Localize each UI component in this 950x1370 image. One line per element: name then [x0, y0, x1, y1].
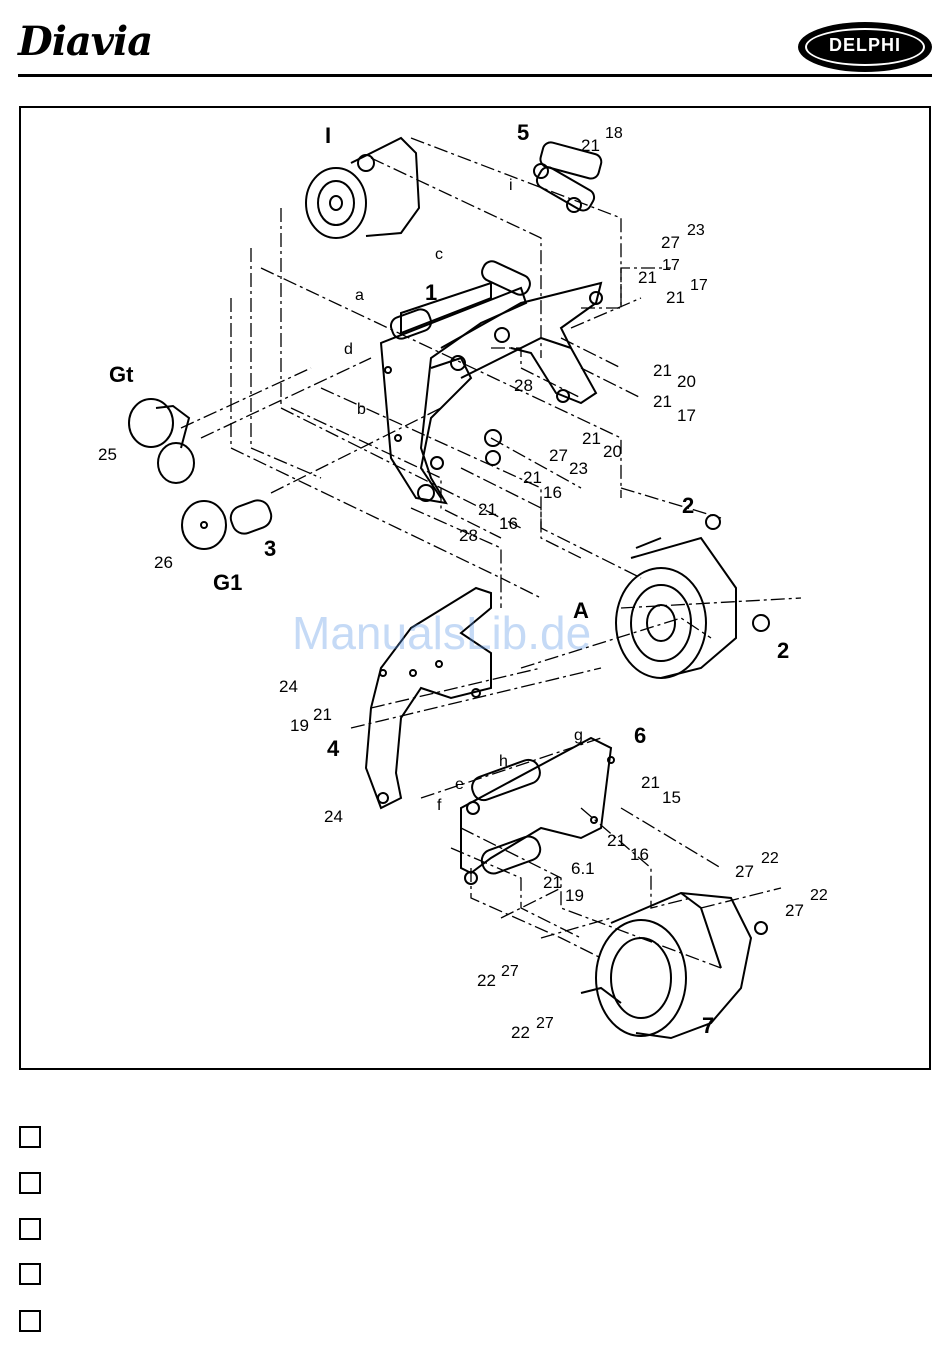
label-h: h — [499, 753, 508, 770]
label-27-q: 27 — [536, 1015, 554, 1032]
label-22-o: 22 — [810, 887, 828, 904]
label-17-e: 17 — [677, 406, 696, 425]
header-rule — [18, 74, 932, 77]
checkbox-1[interactable] — [19, 1126, 41, 1148]
delphi-logo: DELPHI — [798, 22, 932, 72]
label-21-5: 21 — [581, 136, 600, 155]
label-21-f: 21 — [582, 429, 601, 448]
pulley-I-front — [306, 168, 366, 238]
label-part-6: 6 — [634, 723, 646, 748]
checkbox-2[interactable] — [19, 1172, 41, 1194]
checkbox-4[interactable] — [19, 1263, 41, 1285]
label-16-l: 16 — [630, 845, 649, 864]
label-21-e: 21 — [653, 392, 672, 411]
label-22-n: 22 — [761, 850, 779, 867]
label-28-a: 28 — [514, 376, 533, 395]
label-20-d: 20 — [677, 372, 696, 391]
label-part-Gt: Gt — [109, 362, 134, 387]
label-21-i: 21 — [478, 500, 497, 519]
label-17-c: 17 — [690, 277, 708, 294]
label-23-g: 23 — [569, 459, 588, 478]
label-part-1: 1 — [425, 280, 437, 305]
label-19-a: 19 — [290, 716, 309, 735]
label-18-5: 18 — [605, 125, 623, 142]
label-25: 25 — [98, 445, 117, 464]
label-16-h: 16 — [543, 483, 562, 502]
label-part-4: 4 — [327, 736, 340, 761]
label-part-3: 3 — [264, 536, 276, 561]
label-15-k: 15 — [662, 788, 681, 807]
label-f: f — [437, 797, 442, 814]
label-24-b: 24 — [324, 807, 343, 826]
label-28-b: 28 — [459, 526, 478, 545]
checkbox-3[interactable] — [19, 1218, 41, 1240]
label-17-b: 17 — [662, 257, 680, 274]
exploded-view-diagram: I 5 21 18 i 27 23 21 17 21 17 c 1 a d b … — [19, 106, 931, 1070]
label-21-d: 21 — [653, 361, 672, 380]
watermark: ManualsLib.de — [292, 606, 591, 660]
label-part-G1: G1 — [213, 570, 242, 595]
label-d: d — [344, 341, 353, 358]
label-21-b: 21 — [638, 268, 657, 287]
label-6-1: 6.1 — [571, 859, 595, 878]
label-21-j: 21 — [313, 705, 332, 724]
label-part-2-top: 2 — [682, 493, 694, 518]
label-27-g: 27 — [549, 446, 568, 465]
label-b: b — [357, 401, 366, 418]
label-i: i — [509, 177, 513, 194]
label-27-p: 27 — [501, 963, 519, 980]
label-23-a: 23 — [687, 222, 705, 239]
label-21-l: 21 — [607, 831, 626, 850]
label-27-a: 27 — [661, 233, 680, 252]
label-part-I: I — [325, 123, 331, 148]
label-19-m: 19 — [565, 886, 584, 905]
label-22-p: 22 — [477, 971, 496, 990]
label-22-q: 22 — [511, 1023, 530, 1042]
label-part-7: 7 — [702, 1013, 714, 1038]
label-20-f: 20 — [603, 442, 622, 461]
label-24-a: 24 — [279, 677, 298, 696]
label-21-c: 21 — [666, 288, 685, 307]
label-21-k: 21 — [641, 773, 660, 792]
label-a: a — [355, 287, 364, 304]
label-c: c — [435, 246, 443, 263]
label-27-o: 27 — [785, 901, 804, 920]
label-16-i: 16 — [499, 514, 518, 533]
diagram-canvas: I 5 21 18 i 27 23 21 17 21 17 c 1 a d b … — [21, 108, 929, 1068]
label-e: e — [455, 776, 464, 793]
delphi-logo-text: DELPHI — [798, 35, 932, 56]
label-part-2-bottom: 2 — [777, 638, 789, 663]
page-header: Diavia DELPHI — [0, 0, 950, 80]
label-21-h: 21 — [523, 468, 542, 487]
checkbox-5[interactable] — [19, 1310, 41, 1332]
label-26: 26 — [154, 553, 173, 572]
label-part-5: 5 — [517, 120, 529, 145]
diavia-logo: Diavia — [18, 22, 152, 62]
label-27-n: 27 — [735, 862, 754, 881]
label-21-m: 21 — [543, 873, 562, 892]
label-g: g — [574, 727, 583, 744]
